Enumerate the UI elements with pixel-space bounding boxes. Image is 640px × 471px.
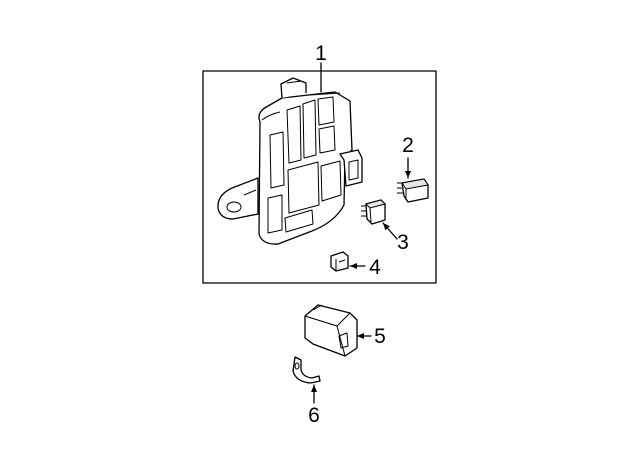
relay-3-icon	[361, 199, 386, 225]
callout-2-label: 2	[402, 134, 414, 157]
junction-box-assembly-icon	[217, 77, 363, 245]
callout-6-label: 6	[308, 404, 320, 427]
fuse-4-icon	[330, 251, 349, 272]
relay-2-icon	[397, 178, 429, 203]
callout-5-label: 5	[374, 325, 386, 348]
relay-5-icon	[304, 304, 358, 357]
callout-3-label: 3	[397, 231, 409, 254]
callout-4-label: 4	[369, 256, 381, 279]
bracket-6-icon	[292, 356, 321, 384]
assembly-frame	[202, 70, 437, 284]
callout-3-leader	[382, 222, 398, 240]
callout-1-label: 1	[315, 42, 327, 65]
